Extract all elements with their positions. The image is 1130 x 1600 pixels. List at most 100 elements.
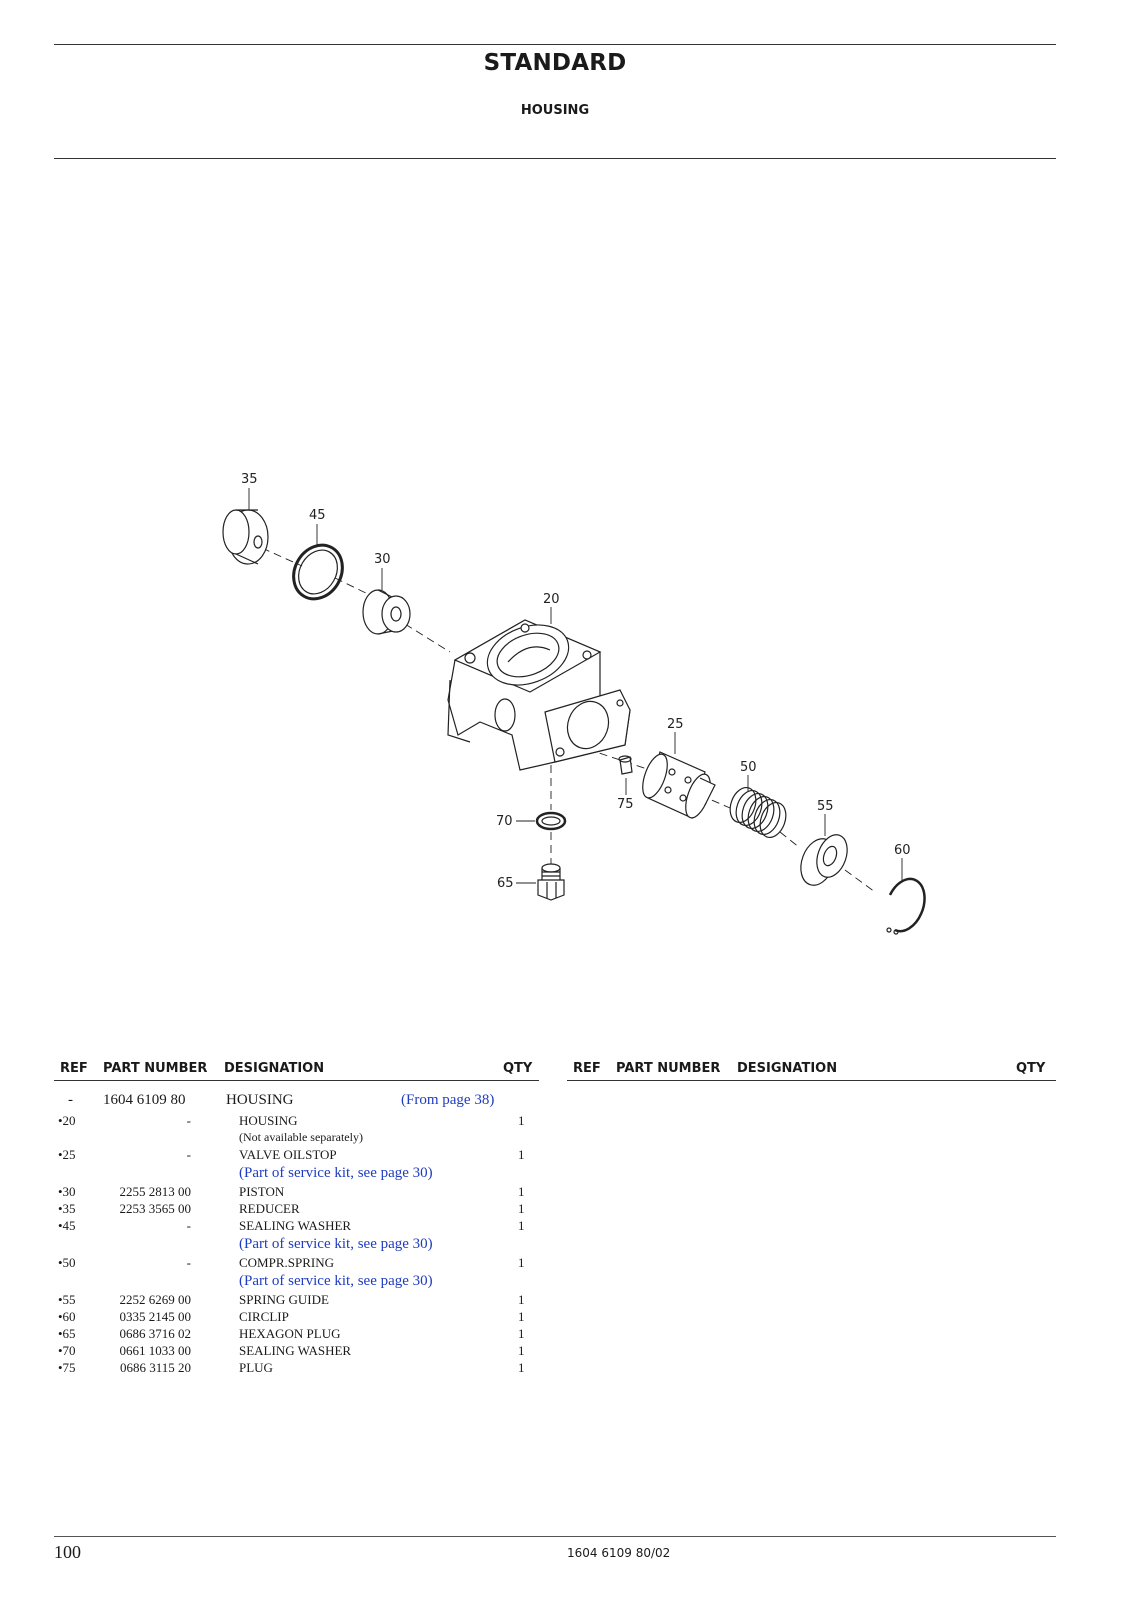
from-page-link[interactable]: (From page 38) bbox=[401, 1092, 495, 1108]
row-designation: PLUG bbox=[239, 1360, 273, 1375]
row-ref: •60 bbox=[58, 1309, 76, 1324]
callout-70: 70 bbox=[496, 814, 513, 829]
table-row-kit-link: (Part of service kit, see page 30) bbox=[54, 1234, 539, 1254]
header-top-rule bbox=[54, 44, 1056, 45]
row-designation: SEALING WASHER bbox=[239, 1343, 352, 1358]
row-part-number: 0661 1033 00 bbox=[119, 1343, 192, 1358]
part-55-spring-guide bbox=[800, 834, 848, 886]
table-row: •65 0686 3716 02 HEXAGON PLUG 1 bbox=[54, 1325, 539, 1342]
row-part-number: 2252 6269 00 bbox=[119, 1292, 192, 1307]
col-header-designation-right: DESIGNATION bbox=[737, 1061, 838, 1076]
document-number: 1604 6109 80/02 bbox=[567, 1546, 671, 1560]
row-qty: 1 bbox=[518, 1309, 525, 1324]
table-row: •25 - VALVE OILSTOP 1 bbox=[54, 1146, 539, 1163]
table-row: •60 0335 2145 00 CIRCLIP 1 bbox=[54, 1308, 539, 1325]
header-bottom-rule bbox=[54, 158, 1056, 159]
callout-leader-lines bbox=[248, 488, 903, 884]
row-ref: •20 bbox=[58, 1113, 76, 1128]
row-designation: REDUCER bbox=[239, 1201, 300, 1216]
row-part-number: - bbox=[186, 1147, 191, 1162]
row-qty: 1 bbox=[518, 1218, 525, 1233]
row-part-number: 1604 6109 80 bbox=[103, 1092, 186, 1108]
row-ref: •30 bbox=[58, 1184, 76, 1199]
part-75-plug bbox=[618, 755, 633, 775]
table-row: •45 - SEALING WASHER 1 bbox=[54, 1217, 539, 1234]
part-25-valve-oilstop bbox=[642, 751, 716, 819]
row-designation: HOUSING bbox=[226, 1092, 294, 1108]
row-qty: 1 bbox=[518, 1326, 525, 1341]
table-row: •30 2255 2813 00 PISTON 1 bbox=[54, 1183, 539, 1200]
table-row-main-assembly: - 1604 6109 80 HOUSING (From page 38) bbox=[54, 1090, 539, 1110]
row-part-number: - bbox=[186, 1255, 191, 1270]
part-60-circlip bbox=[886, 877, 926, 935]
row-designation: PISTON bbox=[239, 1184, 285, 1199]
row-designation: CIRCLIP bbox=[239, 1309, 289, 1324]
row-designation: SEALING WASHER bbox=[239, 1218, 352, 1233]
callout-65: 65 bbox=[497, 876, 514, 891]
row-part-number: 0686 3716 02 bbox=[119, 1326, 192, 1341]
callout-45: 45 bbox=[309, 508, 326, 523]
row-qty: 1 bbox=[518, 1113, 525, 1128]
service-kit-link[interactable]: (Part of service kit, see page 30) bbox=[239, 1273, 433, 1289]
table-row: •20 - HOUSING 1 bbox=[54, 1112, 539, 1129]
row-ref: •65 bbox=[58, 1326, 76, 1341]
callout-60: 60 bbox=[894, 843, 911, 858]
row-part-number: - bbox=[186, 1218, 191, 1233]
row-qty: 1 bbox=[518, 1201, 525, 1216]
col-header-designation: DESIGNATION bbox=[224, 1061, 325, 1076]
part-35-reducer bbox=[222, 509, 269, 565]
callout-30: 30 bbox=[374, 552, 391, 567]
page-number: 100 bbox=[54, 1542, 81, 1562]
callout-20: 20 bbox=[543, 592, 560, 607]
part-20-housing bbox=[447, 619, 631, 771]
part-70-sealing-washer bbox=[535, 811, 567, 831]
callout-55: 55 bbox=[817, 799, 834, 814]
row-part-number: 0335 2145 00 bbox=[119, 1309, 192, 1324]
row-part-number: 2255 2813 00 bbox=[119, 1184, 192, 1199]
callout-50: 50 bbox=[740, 760, 757, 775]
table-row: •50 - COMPR.SPRING 1 bbox=[54, 1254, 539, 1271]
row-part-number: - bbox=[186, 1113, 191, 1128]
col-header-qty: QTY bbox=[503, 1061, 533, 1076]
row-qty: 1 bbox=[518, 1184, 525, 1199]
service-kit-link[interactable]: (Part of service kit, see page 30) bbox=[239, 1236, 433, 1252]
service-kit-link[interactable]: (Part of service kit, see page 30) bbox=[239, 1165, 433, 1181]
row-ref: •35 bbox=[58, 1201, 76, 1216]
col-header-ref-right: REF bbox=[573, 1061, 601, 1076]
row-designation: COMPR.SPRING bbox=[239, 1255, 335, 1270]
row-ref: •75 bbox=[58, 1360, 76, 1375]
table-row: •75 0686 3115 20 PLUG 1 bbox=[54, 1359, 539, 1376]
table-row-kit-link: (Part of service kit, see page 30) bbox=[54, 1271, 539, 1291]
callout-75: 75 bbox=[617, 797, 634, 812]
row-ref: •55 bbox=[58, 1292, 76, 1307]
row-qty: 1 bbox=[518, 1147, 525, 1162]
row-qty: 1 bbox=[518, 1255, 525, 1270]
exploded-parts-diagram: 35 45 30 20 25 50 55 60 70 75 65 bbox=[222, 472, 926, 935]
page-title: STANDARD bbox=[483, 50, 627, 76]
row-part-number: 0686 3115 20 bbox=[119, 1360, 191, 1375]
callout-25: 25 bbox=[667, 717, 684, 732]
part-45-sealing-washer bbox=[292, 543, 344, 601]
row-ref: •25 bbox=[58, 1147, 76, 1162]
part-65-hexagon-plug bbox=[537, 863, 565, 901]
table-header-rule-left bbox=[54, 1080, 539, 1081]
col-header-ref: REF bbox=[60, 1061, 88, 1076]
table-row: •70 0661 1033 00 SEALING WASHER 1 bbox=[54, 1342, 539, 1359]
row-designation: HOUSING bbox=[239, 1113, 298, 1128]
part-30-piston bbox=[362, 589, 411, 635]
col-header-qty-right: QTY bbox=[1016, 1061, 1046, 1076]
row-note: (Not available separately) bbox=[239, 1130, 363, 1144]
table-row-kit-link: (Part of service kit, see page 30) bbox=[54, 1163, 539, 1183]
row-ref: - bbox=[68, 1092, 73, 1108]
part-50-compr-spring bbox=[729, 786, 787, 839]
col-header-part-number-right: PART NUMBER bbox=[616, 1061, 721, 1076]
col-header-part-number: PART NUMBER bbox=[103, 1061, 208, 1076]
row-ref: •50 bbox=[58, 1255, 76, 1270]
callout-35: 35 bbox=[241, 472, 258, 487]
section-subtitle: HOUSING bbox=[520, 103, 590, 118]
table-row: •35 2253 3565 00 REDUCER 1 bbox=[54, 1200, 539, 1217]
row-designation: HEXAGON PLUG bbox=[239, 1326, 341, 1341]
row-part-number: 2253 3565 00 bbox=[119, 1201, 192, 1216]
row-designation: VALVE OILSTOP bbox=[239, 1147, 337, 1162]
row-qty: 1 bbox=[518, 1343, 525, 1358]
